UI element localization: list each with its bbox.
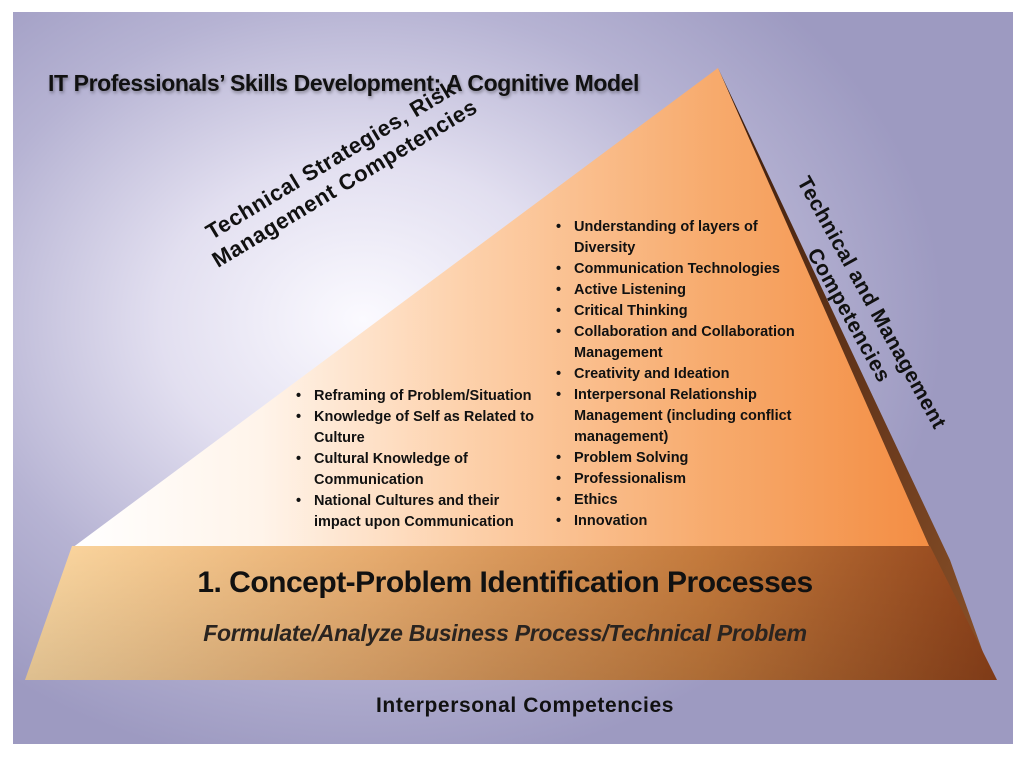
bottom-label: Interpersonal Competencies <box>375 694 674 717</box>
list-item: Cultural Knowledge of Communication <box>294 449 544 491</box>
list-item: Problem Solving <box>554 448 814 469</box>
list-item: Knowledge of Self as Related to Culture <box>294 407 544 449</box>
list-item: Active Listening <box>554 280 814 301</box>
base-band-title: 1. Concept-Problem Identification Proces… <box>197 566 813 599</box>
list-item: Professionalism <box>554 469 814 490</box>
pyramid-base-shade <box>25 546 997 680</box>
base-band-subtitle: Formulate/Analyze Business Process/Techn… <box>203 620 807 646</box>
list-item: Interpersonal Relationship Management (i… <box>554 385 814 448</box>
list-item: Innovation <box>554 511 814 532</box>
diagram-title: IT Professionals’ Skills Development: A … <box>48 70 640 96</box>
right-competency-list: Understanding of layers of Diversity Com… <box>554 217 814 532</box>
list-item: Understanding of layers of Diversity <box>554 217 814 259</box>
list-item: Communication Technologies <box>554 259 814 280</box>
list-item: Creativity and Ideation <box>554 364 814 385</box>
list-item: Collaboration and Collaboration Manageme… <box>554 322 814 364</box>
list-item: Ethics <box>554 490 814 511</box>
left-competency-list: Reframing of Problem/Situation Knowledge… <box>294 386 544 533</box>
list-item: National Cultures and their impact upon … <box>294 491 544 533</box>
list-item: Critical Thinking <box>554 301 814 322</box>
list-item: Reframing of Problem/Situation <box>294 386 544 407</box>
